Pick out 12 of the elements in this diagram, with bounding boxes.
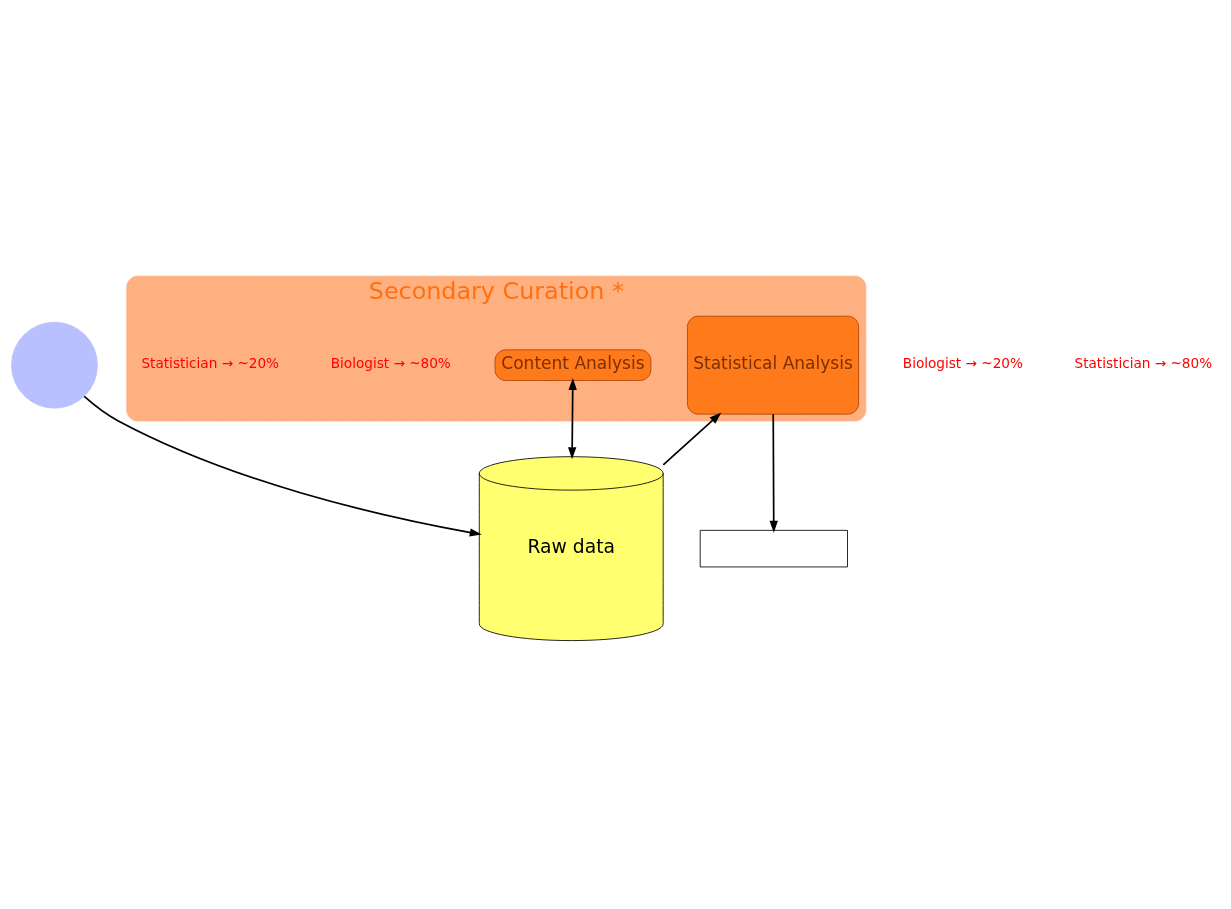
arrow	[83, 395, 482, 537]
node-box	[699, 529, 848, 567]
node-circle	[11, 321, 98, 409]
arrow	[769, 412, 778, 533]
node-box: Statistical Analysis	[687, 315, 859, 415]
label: Statistician → ~80%	[1074, 354, 1213, 371]
node-box: Content Analysis	[494, 348, 652, 381]
label: Statistician → ~20%	[141, 354, 280, 371]
label: Biologist → ~80%	[330, 354, 451, 371]
label: Biologist → ~20%	[902, 354, 1023, 371]
arrow	[662, 412, 722, 466]
arrow	[568, 377, 577, 459]
